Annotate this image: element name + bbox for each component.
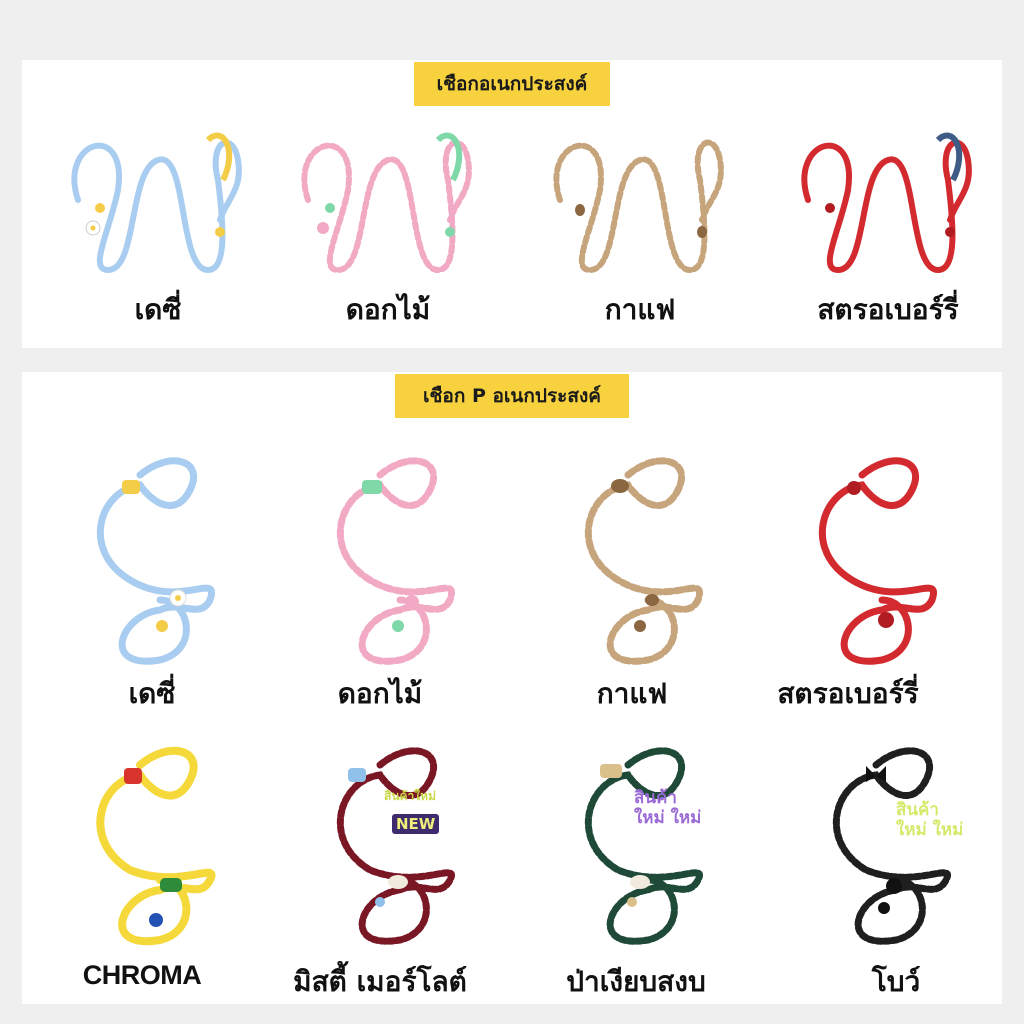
product-label: สตรอเบอร์รี่ xyxy=(777,677,919,710)
product-card[interactable]: เดซี่ xyxy=(48,120,268,326)
product-label: สตรอเบอร์รี่ xyxy=(817,293,959,326)
new-tag: สินค้าใหม่ xyxy=(384,789,436,803)
product-card[interactable]: ดอกไม้ xyxy=(278,120,498,326)
product-card[interactable]: สินค้าใหม่ ใหม่ โบว์ xyxy=(796,730,1016,998)
section-title: เชือก P อเนกประสงค์ xyxy=(395,374,629,418)
product-card[interactable]: ดอกไม้ xyxy=(300,440,520,710)
product-label: เดซี่ xyxy=(128,677,176,710)
leash-flower-icon xyxy=(301,132,472,274)
product-card[interactable]: เดซี่ xyxy=(60,440,280,710)
product-label: CHROMA xyxy=(82,960,202,990)
section-title: เชือกอเนกประสงค์ xyxy=(414,62,610,106)
product-label: ดอกไม้ xyxy=(345,293,431,326)
new-badge: NEW xyxy=(392,814,440,834)
p-leash-chroma-icon xyxy=(96,746,216,946)
product-label: มิสตี้ เมอร์โลต์ xyxy=(293,965,467,998)
p-leash-bow-icon xyxy=(833,747,951,945)
product-card[interactable]: สินค้าใหม่ NEW มิสตี้ เมอร์โลต์ xyxy=(293,730,520,998)
product-label: ดอกไม้ xyxy=(337,677,423,710)
product-card[interactable]: สตรอเบอร์รี่ xyxy=(778,120,998,326)
leash-coffee-icon xyxy=(553,139,724,274)
product-label: กาแฟ xyxy=(596,677,668,710)
leash-daisy-icon xyxy=(71,132,242,274)
product-label: กาแฟ xyxy=(604,293,676,326)
product-card[interactable]: CHROMA xyxy=(60,730,280,990)
product-label: ป่าเงียบสงบ xyxy=(566,965,706,998)
p-leash-flower-icon xyxy=(337,457,455,665)
product-label: เดซี่ xyxy=(134,293,182,326)
leash-strawberry-icon xyxy=(801,132,972,274)
new-tag: สินค้าใหม่ ใหม่ xyxy=(634,788,702,828)
p-leash-misty-merlot-icon xyxy=(337,747,455,945)
product-label: โบว์ xyxy=(871,965,921,998)
p-leash-daisy-icon xyxy=(97,457,215,665)
new-tag: สินค้าใหม่ ใหม่ xyxy=(896,800,964,840)
product-card[interactable]: สตรอเบอร์รี่ xyxy=(777,440,1002,710)
p-leash-coffee-icon xyxy=(585,457,703,665)
section-standard-leash: เชือกอเนกประสงค์ xyxy=(22,60,1002,348)
product-card[interactable]: กาแฟ xyxy=(548,440,768,710)
product-card[interactable]: กาแฟ xyxy=(530,120,750,326)
p-leash-strawberry-icon xyxy=(819,457,937,665)
product-card[interactable]: สินค้าใหม่ ใหม่ ป่าเงียบสงบ xyxy=(548,730,768,998)
p-leash-forest-icon xyxy=(585,747,703,945)
